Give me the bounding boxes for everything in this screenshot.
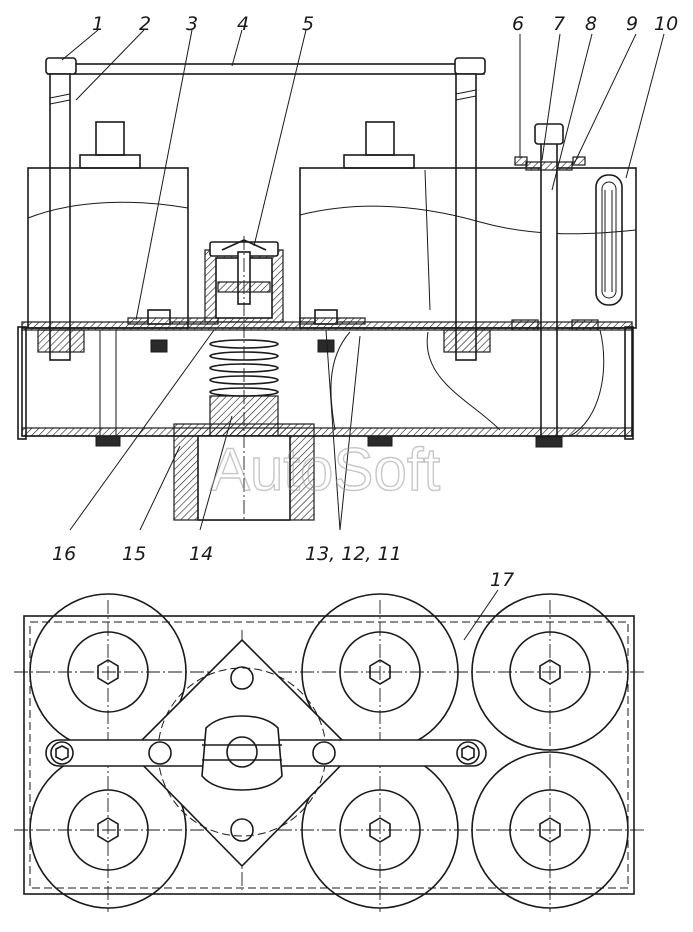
callout-7: 7: [553, 13, 565, 35]
leader-lines: [61, 29, 665, 641]
top-nut-left: [45, 57, 77, 75]
filter-top-right: [471, 593, 629, 751]
watermark: AutoSoft: [210, 436, 440, 503]
callout-16: 16: [52, 543, 76, 565]
central-hub: [201, 715, 283, 791]
callout-2: 2: [139, 13, 151, 35]
callout-14: 14: [189, 543, 213, 565]
plan-view: [14, 593, 644, 912]
callout-17: 17: [490, 569, 514, 591]
callout-4: 4: [237, 13, 249, 35]
top-tie-plate: [47, 63, 485, 75]
callout-10: 10: [654, 13, 678, 35]
seal-ring-6: [514, 156, 528, 166]
filter-stud-right: [365, 121, 395, 156]
callout-6: 6: [512, 13, 524, 35]
filter-stud-left: [95, 121, 125, 156]
filter-cap-right: [343, 154, 415, 169]
callout-1: 1: [92, 13, 104, 35]
top-nut-right: [454, 57, 486, 75]
section-view: [17, 57, 637, 521]
callout-15: 15: [122, 543, 146, 565]
bolt-head: [534, 123, 564, 145]
vertical-bolt: [540, 129, 558, 446]
callout-8: 8: [585, 13, 597, 35]
seal-ring-8: [572, 156, 586, 166]
base-flange-right: [624, 326, 634, 440]
callout-5: 5: [302, 13, 314, 35]
tie-rod-right: [455, 73, 477, 361]
callout-13-12-11: 13, 12, 11: [305, 543, 402, 565]
filter-bottom-right: [471, 751, 629, 909]
filter-cap-left: [79, 154, 141, 169]
nut-right-base: [443, 329, 491, 353]
tie-rod-left: [49, 73, 71, 361]
plan-frame: [23, 615, 635, 895]
callout-3: 3: [186, 13, 198, 35]
nut-left-base: [37, 329, 85, 353]
callout-numbers: 1 2 3 4 5 6 7 8 9 10 16 15 14 13, 12, 11…: [52, 13, 678, 591]
bolt-washer: [525, 161, 573, 171]
callout-9: 9: [626, 13, 638, 35]
sight-window: [595, 174, 623, 306]
